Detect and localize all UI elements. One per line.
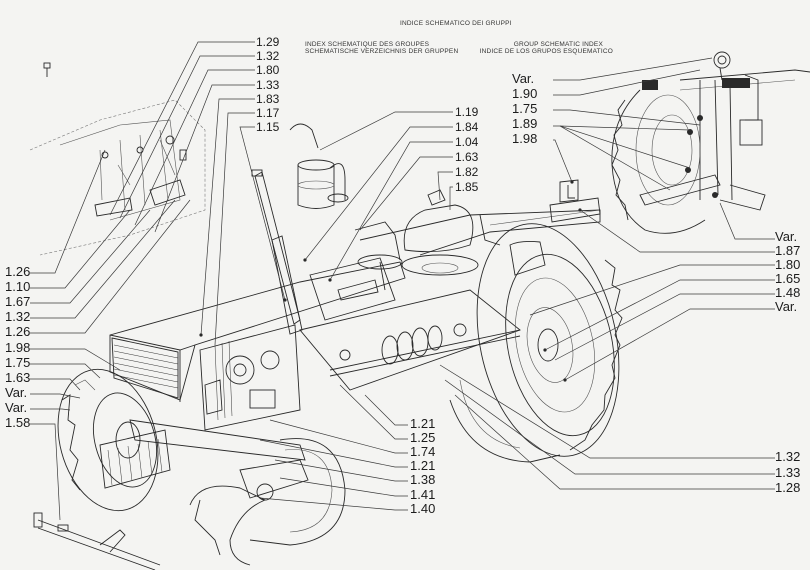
- header-title-it: INDICE SCHEMATICO DEI GRUPPI: [400, 20, 512, 27]
- callout-label: Var.: [775, 299, 798, 314]
- callout-label: 1.75: [512, 101, 538, 116]
- seat-platform: [354, 209, 601, 261]
- air-filter-sketch: [289, 123, 349, 209]
- callout-label: 1.84: [455, 120, 479, 134]
- callout-label: 1.29: [256, 35, 280, 49]
- front-wheel-left-sketch: [57, 368, 306, 512]
- rear-lift-assembly-sketch: [611, 51, 810, 234]
- callout-label: 1.32: [256, 49, 280, 63]
- callout-label: 1.28: [775, 480, 801, 495]
- callout-label: 1.98: [512, 131, 538, 146]
- callout-label: 1.40: [410, 501, 436, 516]
- seat: [401, 189, 479, 276]
- mirror-lamp: [713, 51, 731, 69]
- exhaust-pipe-sketch: [251, 169, 303, 335]
- callout-label: 1.75: [5, 355, 31, 370]
- callout-label: 1.32: [775, 449, 801, 464]
- callout-label: 1.98: [5, 340, 31, 355]
- callout-label: 1.25: [410, 430, 436, 445]
- callout-label: 1.33: [256, 78, 280, 92]
- callout-label: 1.87: [775, 243, 801, 258]
- callout-label: 1.90: [512, 86, 538, 101]
- callout-label: 1.85: [455, 180, 479, 194]
- callout-label: Var.: [775, 229, 798, 244]
- callout-label: 1.26: [5, 264, 31, 279]
- callout-label: 1.10: [5, 279, 31, 294]
- callout-label: 1.19: [455, 105, 479, 119]
- header-title-es: INDICE DE LOS GRUPOS ESQUEMATICO: [479, 48, 613, 55]
- callout-label: 1.67: [5, 294, 31, 309]
- callout-label: 1.65: [775, 271, 801, 286]
- front-tow-bar-sketch: [33, 512, 161, 570]
- header-title-fr: INDEX SCHEMATIQUE DES GROUPES: [305, 41, 430, 48]
- tractor-body-sketch: [109, 179, 601, 431]
- header-title-en: GROUP SCHEMATIC INDEX: [513, 41, 603, 48]
- callout-label: 1.74: [410, 444, 436, 459]
- callout-label: 1.32: [5, 309, 31, 324]
- callout-label: 1.21: [410, 416, 436, 431]
- control-levers-sketch: [29, 62, 206, 256]
- callout-label: Var.: [5, 400, 28, 415]
- radiator-grille: [111, 337, 179, 399]
- callout-label: 1.15: [256, 120, 280, 134]
- steering-wheel: [357, 254, 403, 270]
- callout-label: 1.33: [775, 465, 801, 480]
- callout-label: 1.26: [5, 324, 31, 339]
- callout-label: Var.: [512, 71, 535, 86]
- callout-label: 1.38: [410, 472, 436, 487]
- front-radiator-detail: [99, 429, 171, 489]
- header-title-de: SCHEMATISCHE VERZEICHNIS DER GRUPPEN: [305, 48, 459, 55]
- callout-label: 1.89: [512, 116, 538, 131]
- callout-label: 1.63: [5, 370, 31, 385]
- callout-label: 1.83: [256, 92, 280, 106]
- engine-detail: [204, 340, 280, 421]
- callout-label: 1.58: [5, 415, 31, 430]
- callout-label: 1.63: [455, 150, 479, 164]
- callout-label: 1.17: [256, 106, 280, 120]
- callout-label: 1.04: [455, 135, 479, 149]
- callout-label: 1.80: [256, 63, 280, 77]
- callout-label: 1.82: [455, 165, 479, 179]
- callout-label: 1.80: [775, 257, 801, 272]
- front-wheel-right-sketch: [189, 438, 346, 566]
- leader-lines: [30, 41, 775, 521]
- callout-label: Var.: [5, 385, 28, 400]
- rear-wheel-sketch: [449, 223, 623, 463]
- transmission-sketch: [299, 289, 521, 391]
- callout-label: 1.21: [410, 458, 436, 473]
- callout-label: 1.48: [775, 285, 801, 300]
- callout-label: 1.41: [410, 487, 436, 502]
